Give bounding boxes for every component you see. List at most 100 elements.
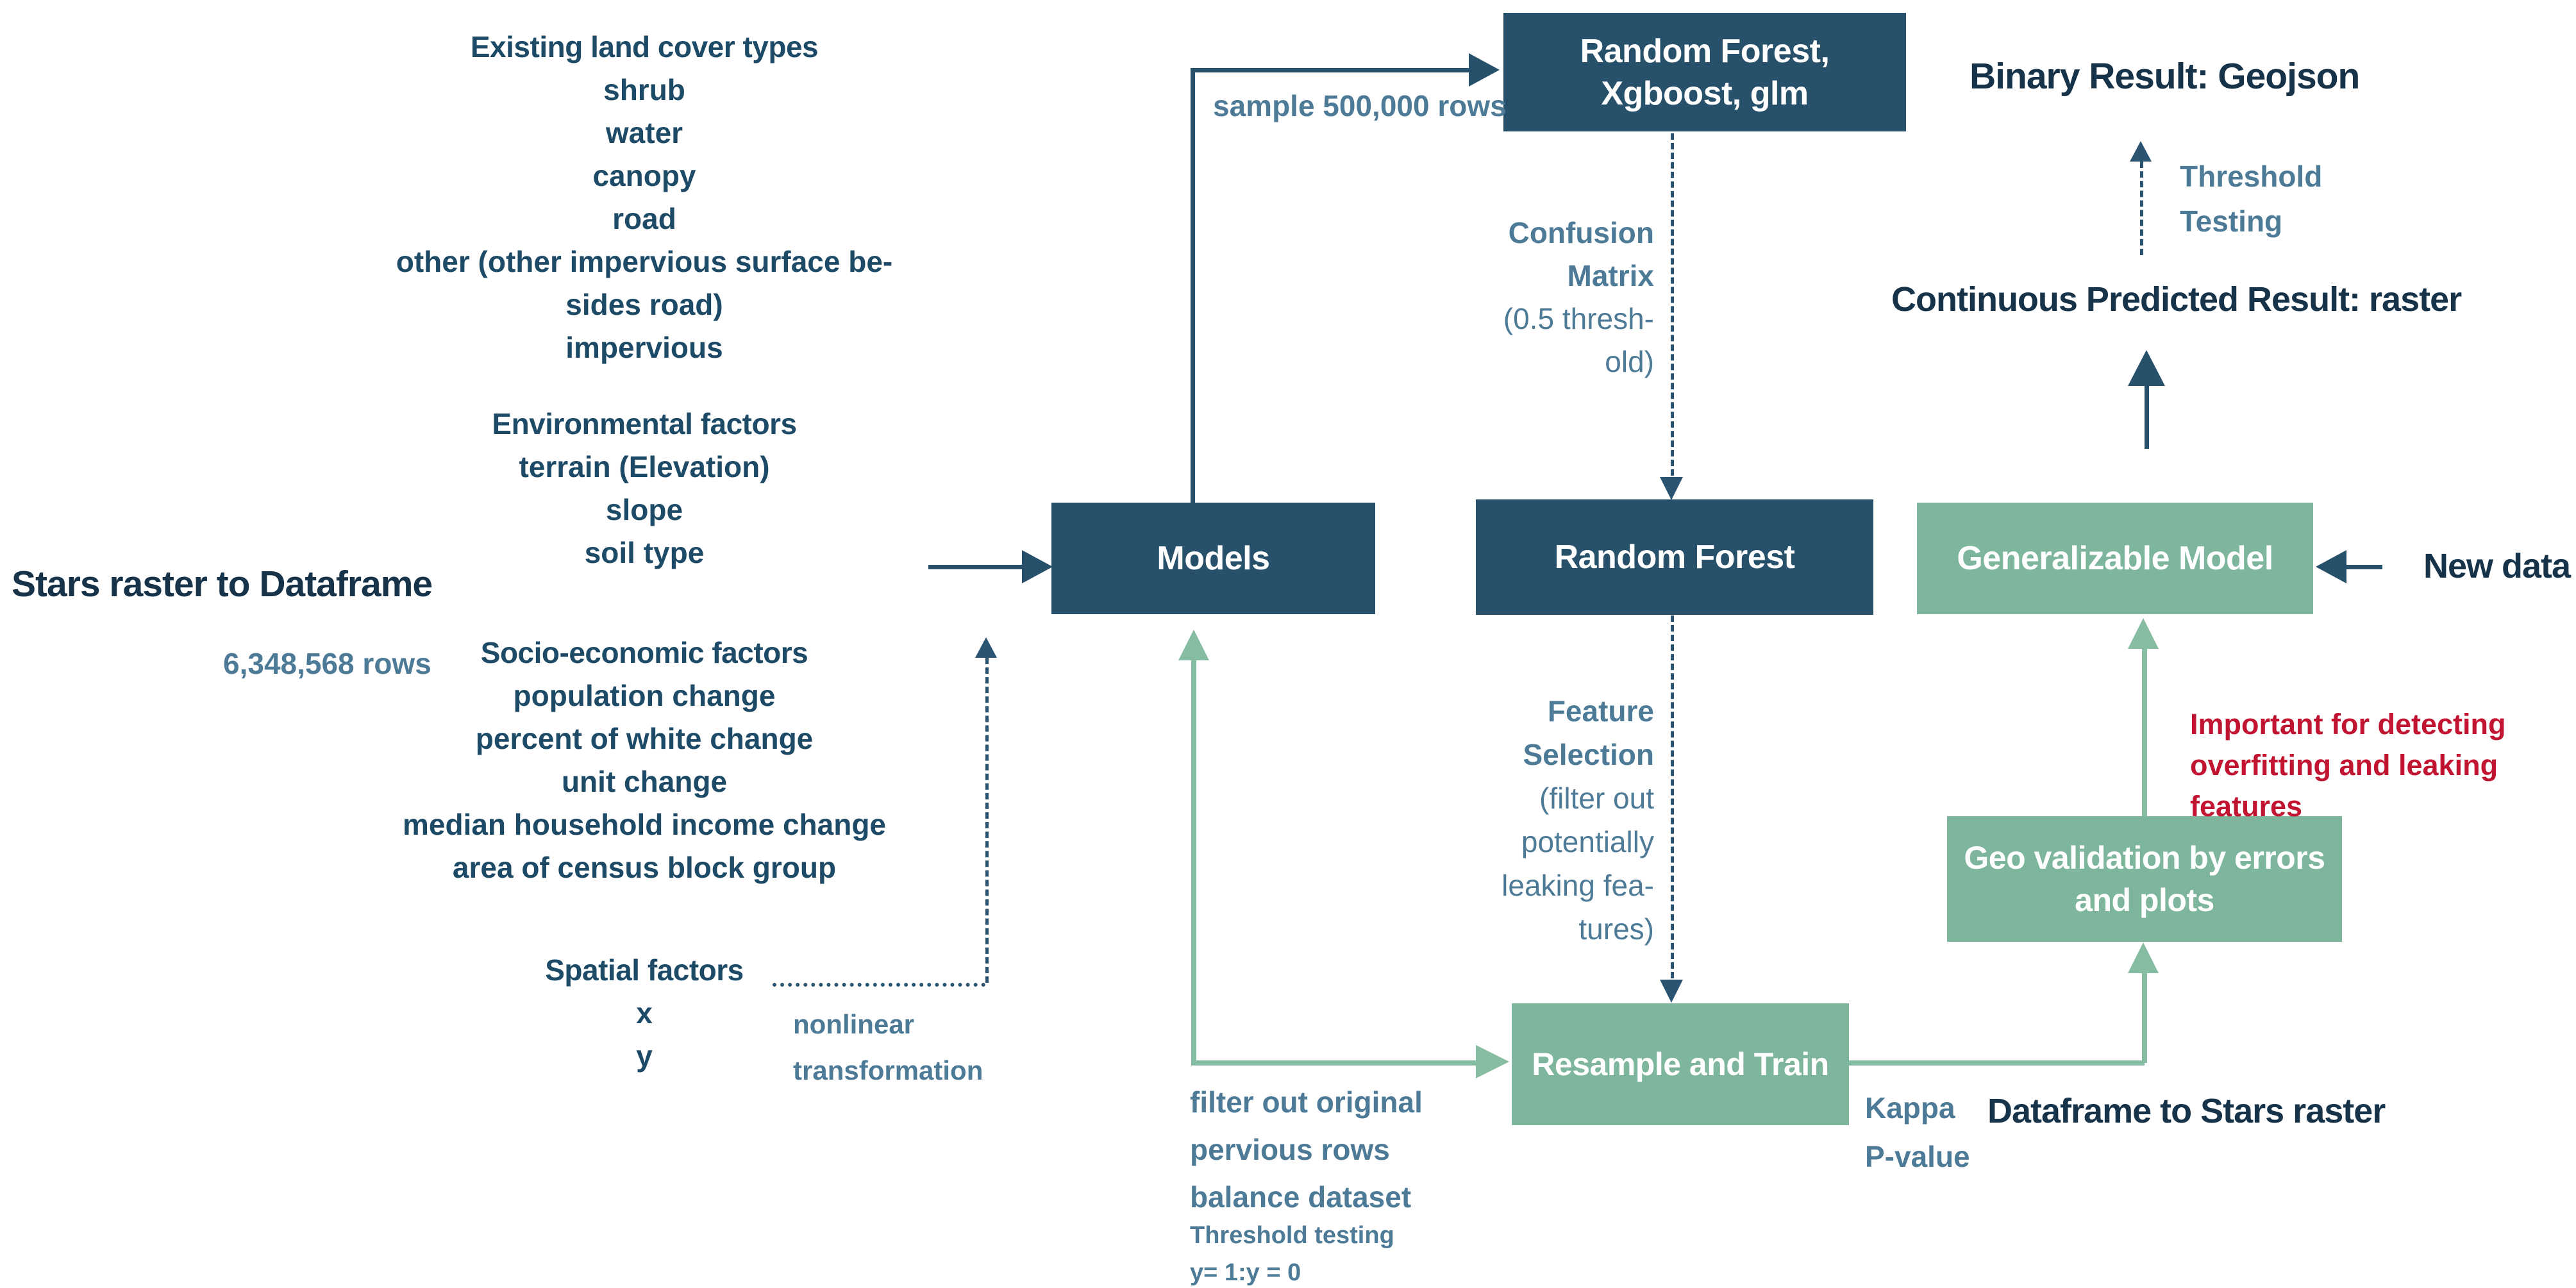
connector-confusion-dashed xyxy=(1671,133,1674,476)
existing-land-cover-list: Existing land cover types shrub water ca… xyxy=(356,26,933,369)
environmental-factors-list: Environmental factors terrain (Elevation… xyxy=(356,403,933,574)
node-label-line: Random Forest, xyxy=(1580,32,1830,70)
label-line: y= 1:y = 0 xyxy=(1190,1259,1301,1286)
connector-to-resample-horizontal xyxy=(1191,1060,1477,1066)
arrow-feature-head xyxy=(1660,980,1683,1003)
label-stars-to-dataframe: Stars raster to Dataframe xyxy=(12,564,433,605)
list-item: percent of white change xyxy=(475,722,814,755)
label-line: nonlinear xyxy=(793,1009,915,1039)
list-item: impervious xyxy=(565,331,723,364)
list-item: road xyxy=(612,202,676,235)
list-item: terrain (Elevation) xyxy=(519,450,770,483)
list-item: x xyxy=(636,996,653,1030)
list-item: y xyxy=(636,1039,653,1073)
label-line: overfitting and leaking xyxy=(2190,749,2498,782)
label-threshold-testing-bottom: Threshold testing y= 1:y = 0 xyxy=(1190,1217,1394,1288)
list-item: canopy xyxy=(592,159,696,192)
connector-resample-to-geoval-horizontal xyxy=(1849,1060,2145,1066)
label-new-data: New data xyxy=(2423,547,2571,585)
existing-land-cover-title: Existing land cover types xyxy=(470,30,819,63)
arrow-into-generalizable-head xyxy=(2128,618,2159,649)
node-label-line: and plots xyxy=(2075,882,2214,918)
label-line: Kappa xyxy=(1865,1091,1955,1125)
arrow-input-to-models-head xyxy=(1022,550,1053,583)
list-item: unit change xyxy=(561,765,728,798)
arrow-confusion-head xyxy=(1660,477,1683,500)
label-line: features xyxy=(2190,790,2303,823)
connector-resample-to-models-vertical xyxy=(1191,659,1196,1063)
arrow-newdata-head xyxy=(2316,550,2346,583)
arrow-to-continuous-head xyxy=(2128,350,2165,386)
spatial-factors-list: Spatial factors x y xyxy=(356,949,933,1078)
label-continuous-result: Continuous Predicted Result: raster xyxy=(1891,280,2462,319)
socio-economic-factors-title: Socio-economic factors xyxy=(480,636,808,669)
node-models-label: Models xyxy=(1157,540,1270,577)
node-random-forest: Random Forest xyxy=(1476,499,1873,615)
label-line: potentially xyxy=(1521,825,1654,858)
label-filter-out: filter out original pervious rows balanc… xyxy=(1190,1078,1423,1221)
connector-feature-dashed xyxy=(1671,615,1674,978)
label-line: Testing xyxy=(2180,205,2283,238)
list-item: shrub xyxy=(603,73,685,106)
node-random-forest-xgboost-glm: Random Forest, Xgboost, glm xyxy=(1503,13,1906,131)
list-item: soil type xyxy=(584,536,705,569)
label-line: Matrix xyxy=(1567,259,1654,292)
label-line: balance dataset xyxy=(1190,1180,1412,1214)
arrow-to-continuous-line xyxy=(2145,383,2149,449)
node-resample-and-train: Resample and Train xyxy=(1512,1003,1849,1125)
list-item: population change xyxy=(513,679,776,712)
label-kappa-pvalue: Kappa P-value xyxy=(1865,1083,1970,1181)
node-label-line: Geo validation by errors xyxy=(1964,840,2325,876)
label-line: Threshold testing xyxy=(1190,1222,1394,1249)
label-sample-rows: sample 500,000 rows xyxy=(1213,89,1507,122)
node-generalizable-model: Generalizable Model xyxy=(1917,503,2313,614)
label-line: (0.5 thresh- xyxy=(1503,302,1654,335)
label-line: transformation xyxy=(793,1055,983,1085)
node-models: Models xyxy=(1051,503,1375,614)
list-item: water xyxy=(605,116,683,149)
label-line: Feature xyxy=(1547,694,1654,728)
list-item: slope xyxy=(605,493,683,526)
arrow-newdata-line xyxy=(2345,565,2382,569)
label-binary-result: Binary Result: Geojson xyxy=(1970,56,2360,97)
label-line: Important for detecting xyxy=(2190,708,2506,740)
node-label-line: Xgboost, glm xyxy=(1601,74,1809,112)
node-random-forest-label: Random Forest xyxy=(1554,539,1795,576)
label-threshold-testing-right: Threshold Testing xyxy=(2180,154,2322,244)
label-dataframe-to-stars: Dataframe to Stars raster xyxy=(1987,1092,2386,1130)
arrow-threshold-head xyxy=(2130,141,2152,162)
arrow-sample-head xyxy=(1469,53,1500,87)
node-generalizable-label: Generalizable Model xyxy=(1957,540,2273,577)
connector-nonlinear-dotted-horizontal xyxy=(773,983,985,987)
arrow-nonlinear-head xyxy=(975,637,997,658)
label-line: leaking fea- xyxy=(1501,869,1654,902)
environmental-factors-title: Environmental factors xyxy=(492,407,797,440)
label-important-warning: Important for detecting overfitting and … xyxy=(2190,704,2506,827)
connector-nonlinear-dashed-vertical xyxy=(985,658,989,983)
list-item: other (other impervious surface be- xyxy=(396,245,893,278)
connector-resample-to-geoval-vertical xyxy=(2142,972,2147,1063)
connector-threshold-dashed xyxy=(2140,162,2143,255)
connector-geoval-to-generalizable xyxy=(2142,648,2147,816)
label-feature-selection: Feature Selection (filter out potentiall… xyxy=(1398,689,1654,951)
label-confusion-matrix: Confusion Matrix (0.5 thresh- old) xyxy=(1398,212,1654,383)
list-item: median household income change xyxy=(402,808,886,841)
label-line: Threshold xyxy=(2180,160,2323,193)
connector-models-to-sample-horizontal xyxy=(1191,68,1470,72)
label-line: Confusion xyxy=(1508,216,1654,249)
arrow-into-resample-head xyxy=(1476,1045,1509,1078)
label-line: P-value xyxy=(1865,1140,1970,1173)
spatial-factors-title: Spatial factors xyxy=(545,953,744,987)
label-line: filter out original xyxy=(1190,1085,1423,1119)
label-line: Selection xyxy=(1523,738,1654,771)
label-nonlinear-transformation: nonlinear transformation xyxy=(793,1001,983,1094)
list-item: sides road) xyxy=(565,288,723,321)
list-item: area of census block group xyxy=(452,851,837,884)
label-line: (filter out xyxy=(1539,782,1654,815)
node-geo-validation: Geo validation by errors and plots xyxy=(1947,816,2342,942)
connector-models-to-sample-vertical xyxy=(1191,68,1195,503)
arrow-input-to-models-line xyxy=(928,565,1023,569)
label-line: tures) xyxy=(1578,912,1654,946)
node-resample-label: Resample and Train xyxy=(1532,1046,1829,1082)
